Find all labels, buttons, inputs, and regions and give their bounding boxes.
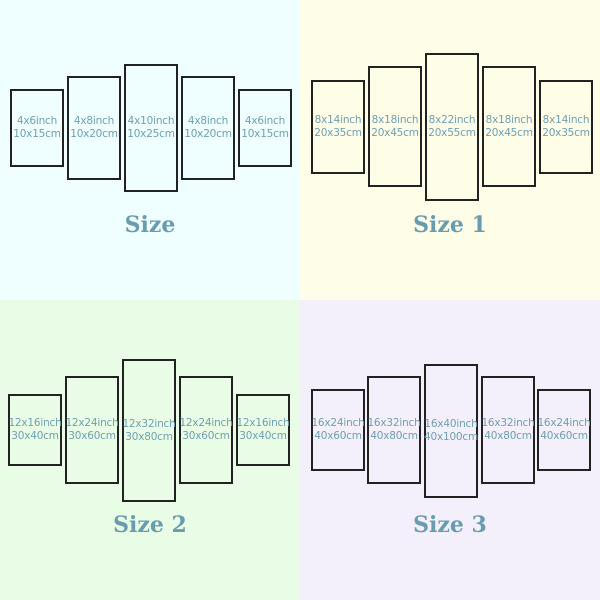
- inch-size: 16x32inch: [481, 417, 535, 429]
- size-title: Size 3: [413, 512, 487, 538]
- cm-size: 10x15cm: [241, 128, 289, 140]
- cm-size: 30x60cm: [182, 430, 230, 442]
- inch-size: 8x22inch: [428, 114, 476, 126]
- inch-size: 8x18inch: [485, 113, 533, 126]
- inch-size: 16x32inch: [367, 417, 421, 429]
- inch-size: 4x8inch: [73, 115, 115, 127]
- inch-size: 12x32inch: [122, 417, 176, 430]
- cm-size: 40x80cm: [484, 430, 532, 442]
- inch-size: 16x40inch: [424, 418, 478, 430]
- inch-size: 4x6inch: [244, 115, 286, 127]
- inch-size: 12x24inch: [179, 417, 233, 429]
- size-title: Size 1: [413, 212, 487, 238]
- size-title: Size 2: [113, 512, 187, 538]
- cm-size: 10x15cm: [13, 128, 61, 140]
- cm-size: 20x35cm: [314, 127, 362, 139]
- inch-size: 12x16inch: [8, 417, 62, 429]
- inch-size: 16x24inch: [311, 417, 365, 429]
- inch-size: 16x24inch: [537, 417, 591, 429]
- cm-size: 20x35cm: [542, 127, 590, 139]
- inch-size: 8x18inch: [371, 113, 419, 126]
- inch-size: 8x14inch: [314, 114, 362, 126]
- cm-size: 40x60cm: [314, 430, 362, 442]
- cm-size: 40x100cm: [423, 431, 479, 443]
- inch-size: 4x6inch: [16, 115, 58, 127]
- cm-size: 10x25cm: [127, 128, 175, 140]
- cm-size: 30x40cm: [11, 430, 59, 442]
- cm-size: 40x60cm: [540, 430, 588, 442]
- cm-size: 20x45cm: [371, 126, 419, 139]
- cm-size: 30x80cm: [125, 430, 173, 443]
- inch-size: 4x10inch: [127, 115, 175, 127]
- cm-size: 40x80cm: [370, 430, 418, 442]
- inch-size: 8x14inch: [542, 114, 590, 126]
- cm-size: 10x20cm: [70, 128, 118, 140]
- cm-size: 30x40cm: [239, 430, 287, 442]
- inch-size: 12x24inch: [65, 417, 119, 429]
- inch-size: 4x8inch: [187, 115, 229, 127]
- cm-size: 10x20cm: [184, 128, 232, 140]
- inch-size: 12x16inch: [236, 417, 290, 429]
- size-title: Size: [124, 212, 176, 238]
- cm-size: 20x45cm: [485, 126, 533, 139]
- cm-size: 20x55cm: [428, 127, 476, 139]
- cm-size: 30x60cm: [68, 430, 116, 442]
